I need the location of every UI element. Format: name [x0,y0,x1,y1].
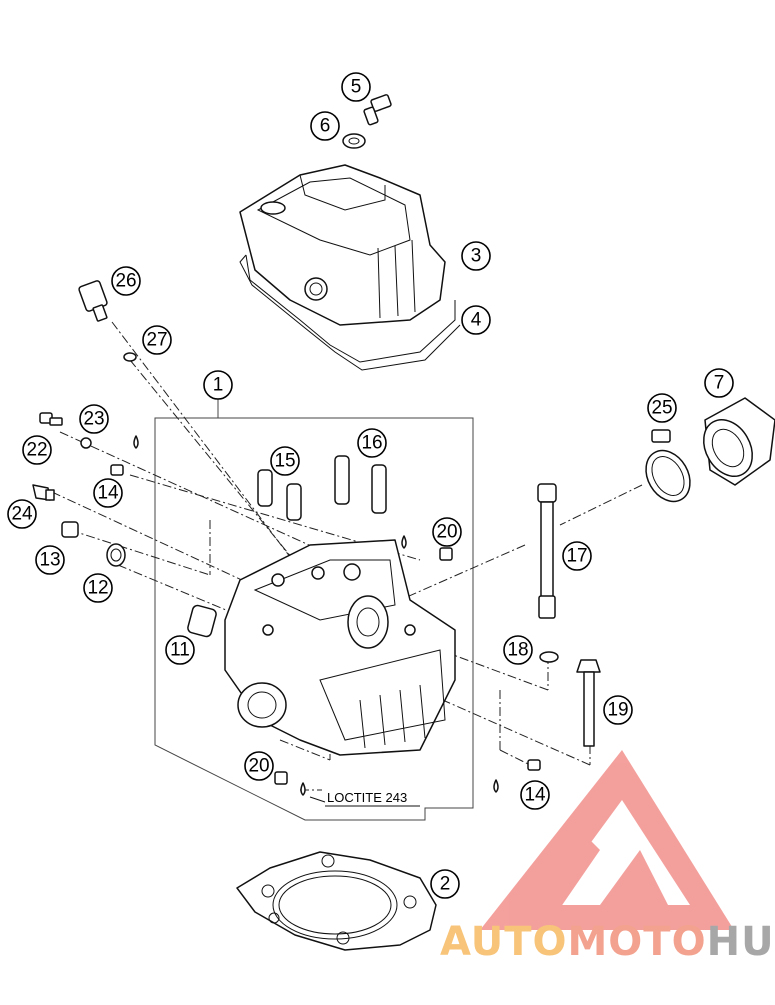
callout-number: 4 [471,310,482,331]
cylinder-head-frame [154,397,474,821]
hose-clamp [645,429,691,503]
callout-number: 1 [213,375,224,396]
callout: 5 [341,72,371,102]
temperature-sensor [78,280,108,322]
callout-number: 18 [507,640,528,661]
callout: 14 [520,780,550,810]
callout-number: 16 [361,433,382,454]
threaded-plug [274,547,453,785]
watermark-auto: AUTO [440,919,568,965]
breather-nipple [32,484,55,501]
valve-cover-gasket [239,254,461,371]
callout-number: 25 [651,398,672,419]
loctite-drop [133,435,499,796]
callout: 20 [244,751,274,781]
callout-number: 3 [471,246,482,267]
valve-guide-long [334,455,387,514]
callout: 13 [35,545,65,575]
callout-number: 2 [440,874,451,895]
callout-number: 11 [170,640,190,661]
collar-bolt [576,659,601,747]
callout-number: 14 [97,483,119,504]
callout: 24 [7,499,37,529]
valve-guide-short [257,469,302,521]
callout-number: 5 [351,77,362,98]
callout: 15 [270,446,300,476]
bolt-washer [342,133,366,149]
watermark-text: AUTOMOTOHUB [440,919,775,965]
callout-number: 26 [115,271,136,292]
callout-number: 6 [320,116,331,137]
callout-number: 24 [11,504,33,525]
callout: 23 [79,404,109,434]
dowel-sleeve [187,604,217,638]
callout: 11 [165,635,195,665]
callout: 22 [22,435,52,465]
callout: 3 [461,241,491,271]
callout-number: 19 [607,700,628,721]
callout: 26 [111,266,141,296]
plug-screw [39,412,63,426]
callout: 18 [503,635,533,665]
valve-cover-bolt [363,94,392,126]
callout-number: 13 [39,550,60,571]
callout: 2 [430,869,460,899]
callout: 17 [562,541,592,571]
seal-ring [106,543,126,567]
callout: 14 [93,478,123,508]
loctite-label: LOCTITE 243 [327,790,407,805]
callout-number: 14 [524,785,546,806]
callout-number: 17 [566,546,587,567]
watermark-moto: MOTO [568,919,707,965]
cylinder-head [224,539,456,756]
hollow-stud [110,464,541,771]
callout: 19 [603,695,633,725]
watermark-logo [480,750,734,930]
bolt-washer-18 [539,651,559,663]
callout-number: 27 [146,330,167,351]
callout-number: 20 [248,756,269,777]
callout-number: 23 [83,409,104,430]
watermark-hub: HUB [707,919,775,965]
callout-number: 15 [274,451,295,472]
callout: 1 [203,370,233,400]
callout: 7 [704,368,734,398]
callout: 6 [310,111,340,141]
sensor-o-ring [123,352,137,362]
callout: 16 [357,428,387,458]
callout: 4 [461,305,491,335]
intake-flange [703,397,775,486]
callout-number: 7 [714,373,725,394]
loctite-note: LOCTITE 243 [309,790,420,807]
callout-number: 20 [436,522,457,543]
callout: 12 [83,573,113,603]
cylinder-head-gasket [236,851,437,951]
plug-washer [80,437,92,449]
valve-cover [239,164,446,326]
callout: 25 [647,393,677,423]
callout-number: 22 [26,440,47,461]
callout: 20 [432,517,462,547]
callout-number: 12 [87,578,108,599]
cylinder-head-bolt [537,483,557,619]
callout: 27 [142,325,172,355]
screw-plug [61,521,79,538]
